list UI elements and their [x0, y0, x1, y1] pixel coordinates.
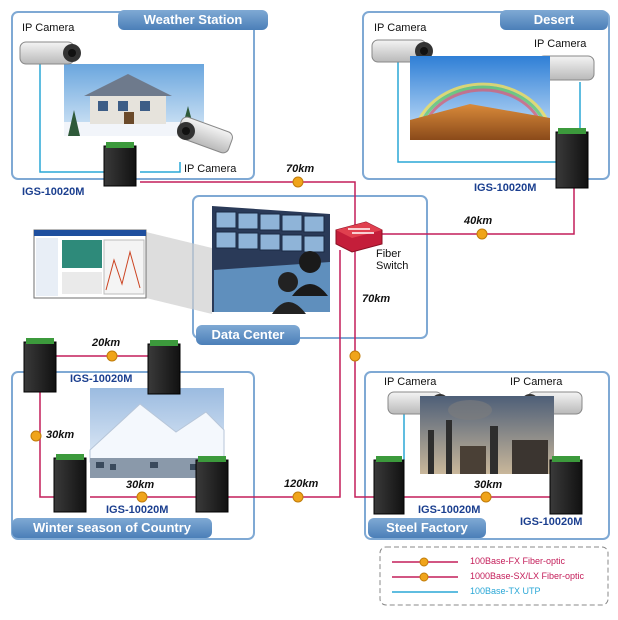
- igs-switch-icon: [549, 456, 583, 515]
- fiber-switch-icon: [335, 221, 383, 253]
- steel-factory-frame: [364, 371, 610, 540]
- weather-station-title: Weather Station: [118, 10, 268, 30]
- distance-label: 20km: [92, 337, 121, 349]
- steel-factory-image: [420, 396, 554, 474]
- switch-label: IGS-10020M: [520, 516, 583, 528]
- callout-beam: [146, 232, 212, 314]
- camera-label: IP Camera: [384, 376, 437, 388]
- camera-label: IP Camera: [374, 22, 427, 34]
- switch-label: IGS-10020M: [70, 373, 133, 385]
- camera-label: IP Camera: [534, 38, 587, 50]
- fiber-connectors: [30, 176, 492, 503]
- data-center-title: Data Center: [196, 325, 300, 345]
- camera-label: IP Camera: [184, 163, 237, 175]
- camera-label: IP Camera: [22, 22, 75, 34]
- igs-switch-icon: [23, 338, 57, 393]
- winter-title: Winter season of Country: [12, 518, 212, 538]
- distance-label: 70km: [286, 163, 315, 175]
- distance-label: 30km: [126, 479, 155, 491]
- switch-label: IGS-10020M: [22, 186, 85, 198]
- distance-label: 30km: [46, 429, 75, 441]
- ip-camera-icon: [19, 41, 81, 65]
- switch-label: IGS-10020M: [106, 504, 169, 516]
- igs-switch-icon: [555, 128, 589, 189]
- switch-label: IGS-10020M: [418, 504, 481, 516]
- distance-label: 40km: [464, 215, 493, 227]
- igs-switch-icon: [147, 340, 181, 395]
- data-center-image: [212, 206, 330, 314]
- desert-image: [410, 56, 550, 140]
- legend-fx: 100Base-FX Fiber-optic: [470, 556, 566, 566]
- distance-label: 70km: [362, 293, 391, 305]
- switch-label: IGS-10020M: [474, 182, 537, 194]
- legend-utp: 100Base-TX UTP: [470, 586, 541, 596]
- desert-title: Desert: [500, 10, 608, 30]
- fiber-links: [39, 181, 575, 498]
- igs-switch-icon: [373, 456, 405, 515]
- fiber-switch-label: Fiber Switch: [376, 248, 409, 272]
- legend-swatches: [392, 557, 458, 593]
- winter-frame: [11, 371, 255, 540]
- desert-frame: [362, 11, 610, 180]
- monitoring-software-screenshot: [33, 229, 147, 299]
- igs-switch-icon: [103, 142, 137, 187]
- camera-label: IP Camera: [510, 376, 563, 388]
- steel-factory-title: Steel Factory: [368, 518, 486, 538]
- legend-sxlx: 1000Base-SX/LX Fiber-optic: [470, 571, 585, 581]
- distance-label: 30km: [474, 479, 503, 491]
- ip-camera-icon: [177, 116, 233, 154]
- distance-label: 120km: [284, 478, 319, 490]
- igs-switch-icon: [53, 454, 87, 513]
- igs-switch-icon: [195, 456, 229, 513]
